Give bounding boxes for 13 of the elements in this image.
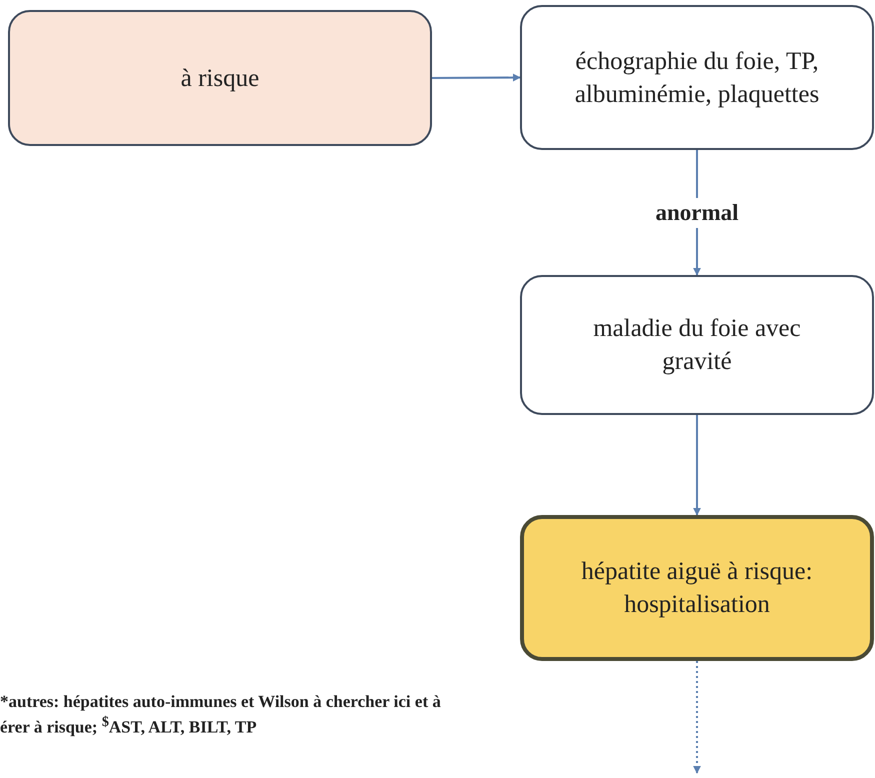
footnote: *autres: hépatites auto-immunes et Wilson à chercher ici et à: [0, 692, 441, 712]
arrow: [693, 415, 701, 516]
process-box: [520, 5, 874, 150]
process-box: [520, 515, 874, 661]
box-text: maladie du foie avec gravité: [592, 314, 802, 377]
box-text: à risque: [180, 64, 260, 94]
arrow: [432, 74, 521, 82]
box-text: hépatite aiguë à risque: hospitalisation: [580, 557, 814, 620]
box-text: échographie du foie, TP, albuminémie, plaquettes: [574, 46, 820, 110]
footnote: érer à risque; $^{$}$AST, ALT, BILT, TP: [0, 714, 257, 738]
process-box: [520, 275, 874, 415]
arrow: [693, 661, 701, 774]
process-box: [8, 10, 432, 146]
